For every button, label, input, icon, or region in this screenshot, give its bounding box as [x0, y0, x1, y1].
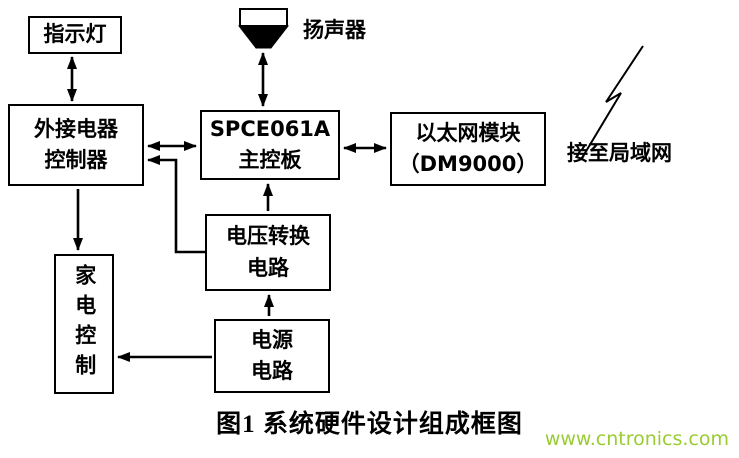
box-voltage-converter: 电压转换 电路: [205, 214, 331, 291]
box-voltage-converter-line2: 电路: [247, 255, 289, 280]
box-power-circuit-line1: 电源: [251, 327, 293, 352]
speaker-icon: [237, 8, 290, 49]
box-voltage-converter-line1: 电压转换: [226, 224, 310, 248]
box-external-controller-line2: 控制器: [44, 148, 108, 172]
box-power-circuit: 电源 电路: [214, 319, 330, 393]
box-indicator-light: 指示灯: [28, 16, 122, 54]
box-mainboard-line1: SPCE061A: [209, 116, 331, 141]
box-appliance-control: 家电控制: [54, 254, 114, 394]
figure-caption: 图1 系统硬件设计组成框图: [216, 411, 523, 438]
box-power-circuit-line2: 电路: [251, 359, 293, 383]
box-indicator-light-label: 指示灯: [43, 22, 107, 47]
box-ethernet-module-line2: （DM9000）: [398, 152, 538, 176]
arrow-voltage-controller: [147, 155, 205, 254]
box-ethernet-module: 以太网模块 （DM9000）: [390, 112, 546, 186]
box-mainboard: SPCE061A 主控板: [200, 110, 340, 180]
box-mainboard-line2: 主控板: [238, 148, 302, 172]
box-external-controller-line1: 外接电器: [34, 116, 118, 141]
box-external-controller: 外接电器 控制器: [8, 104, 144, 186]
speaker-label: 扬声器: [303, 18, 366, 42]
watermark: www.cntronics.com: [544, 428, 729, 450]
lan-lightning-icon: [581, 45, 644, 159]
box-ethernet-module-line1: 以太网模块: [415, 120, 521, 145]
lan-label: 接至局域网: [567, 141, 672, 165]
box-appliance-control-label: 家电控制: [72, 264, 97, 384]
